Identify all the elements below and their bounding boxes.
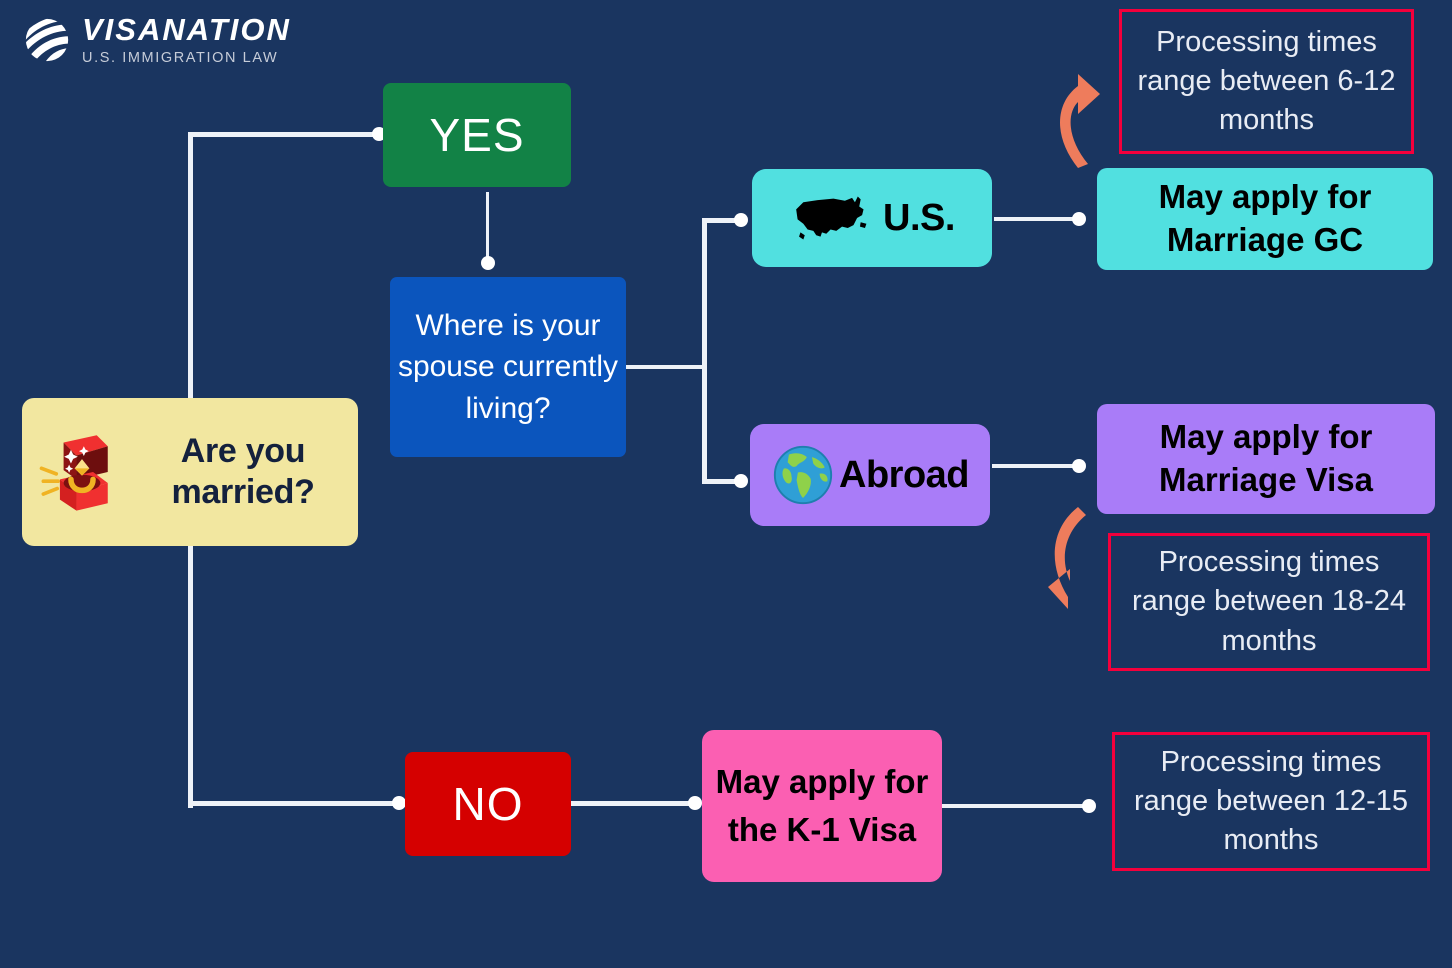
node-marriage-visa-label: May apply for Marriage Visa xyxy=(1158,418,1374,498)
us-map-icon xyxy=(796,196,867,240)
logo-wordmark: VISANATION xyxy=(82,12,291,47)
connector-yes-to-where xyxy=(486,192,489,262)
curved-arrow-down-icon xyxy=(1048,507,1086,609)
connector-dot-yes xyxy=(372,127,386,141)
connector-branch-vertical xyxy=(702,220,707,484)
connector-trunk-to-no xyxy=(188,801,400,806)
globe-americas-icon xyxy=(773,445,833,505)
connector-branch-to-us xyxy=(702,218,744,223)
node-marriage-gc-label: May apply for Marriage GC xyxy=(1158,178,1372,258)
note-marriage-visa-processing-label: Processing times range between 18-24 mon… xyxy=(1131,546,1407,657)
node-are-you-married[interactable]: Are you married? xyxy=(22,398,358,546)
connector-trunk-to-yes xyxy=(188,132,380,137)
node-us[interactable]: U.S. xyxy=(752,169,992,267)
connector-dot-abroad xyxy=(734,474,748,488)
connector-where-stub xyxy=(626,365,706,369)
node-marriage-gc[interactable]: May apply for Marriage GC xyxy=(1097,168,1433,270)
connector-dot-k1-note xyxy=(1082,799,1096,813)
node-married-label: Are you married? xyxy=(171,432,315,511)
logo-tagline: U.S. IMMIGRATION LAW xyxy=(82,50,279,66)
node-no[interactable]: NO xyxy=(405,752,571,856)
node-yes[interactable]: YES xyxy=(383,83,571,187)
globe-stripes-icon xyxy=(25,18,69,61)
note-k1-processing-label: Processing times range between 12-15 mon… xyxy=(1133,745,1409,857)
curved-arrow-up-icon xyxy=(1060,74,1100,168)
connector-dot-visa xyxy=(1072,459,1086,473)
node-abroad-label: Abroad xyxy=(839,453,970,496)
connector-us-to-gc xyxy=(994,217,1080,221)
note-gc-processing-label: Processing times range between 6-12 mont… xyxy=(1137,25,1396,137)
connector-dot-k1 xyxy=(688,796,702,810)
note-gc-processing-times: Processing times range between 6-12 mont… xyxy=(1119,9,1414,154)
node-k1-visa[interactable]: May apply for the K-1 Visa xyxy=(702,730,942,882)
node-no-label: NO xyxy=(452,778,524,830)
brand-logo: VISANATION U.S. IMMIGRATION LAW xyxy=(24,14,291,66)
node-abroad[interactable]: Abroad xyxy=(750,424,990,526)
connector-abroad-to-visa xyxy=(992,464,1078,468)
note-marriage-visa-processing-times: Processing times range between 18-24 mon… xyxy=(1108,533,1430,671)
node-k1-visa-label: May apply for the K-1 Visa xyxy=(715,763,929,848)
connector-no-to-k1 xyxy=(571,801,695,806)
node-us-label: U.S. xyxy=(883,196,955,239)
node-where-label: Where is your spouse currently living? xyxy=(397,308,619,425)
connector-k1-to-note xyxy=(942,804,1090,808)
ring-box-icon xyxy=(39,435,108,511)
connector-dot-us xyxy=(734,213,748,227)
connector-dot-no xyxy=(392,796,406,810)
connector-branch-to-abroad xyxy=(702,479,744,484)
node-yes-label: YES xyxy=(429,109,525,161)
note-k1-processing-times: Processing times range between 12-15 mon… xyxy=(1112,732,1430,871)
connector-dot-where xyxy=(481,256,495,270)
node-where-spouse-living[interactable]: Where is your spouse currently living? xyxy=(390,277,626,457)
connector-dot-gc xyxy=(1072,212,1086,226)
node-marriage-visa[interactable]: May apply for Marriage Visa xyxy=(1097,404,1435,514)
